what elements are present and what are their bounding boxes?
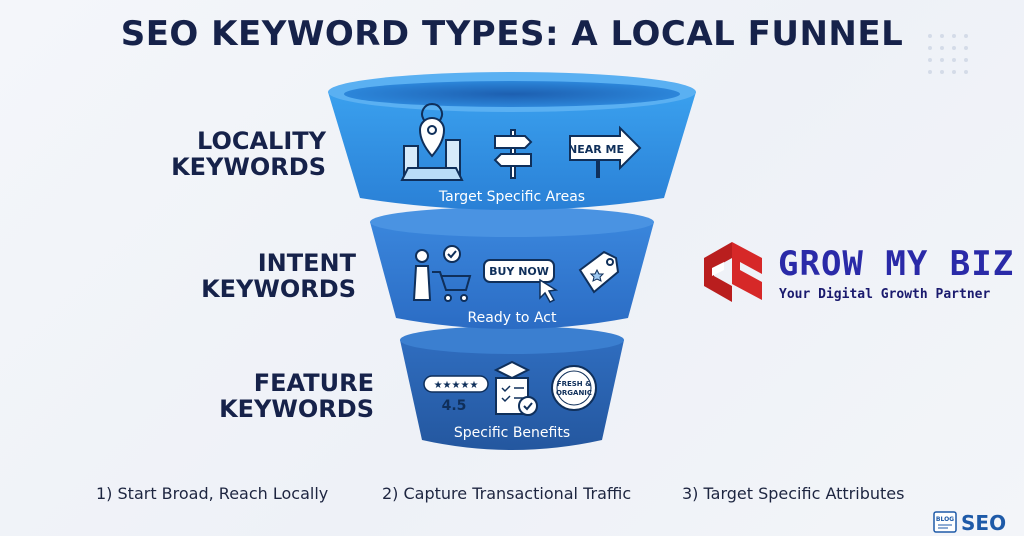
tier-label-line: KEYWORDS bbox=[171, 153, 326, 181]
tier-label-feature: FEATURE KEYWORDS bbox=[198, 370, 374, 422]
tier-label-locality: LOCALITY KEYWORDS bbox=[150, 128, 326, 180]
page-title: SEO KEYWORD TYPES: A LOCAL FUNNEL bbox=[120, 14, 904, 54]
svg-text:★★★★★: ★★★★★ bbox=[434, 380, 479, 391]
step-2: 2) Capture Transactional Traffic bbox=[382, 484, 632, 503]
tier-label-line: KEYWORDS bbox=[201, 275, 356, 303]
svg-text:BUY NOW: BUY NOW bbox=[489, 265, 549, 278]
tier-label-line: KEYWORDS bbox=[219, 395, 374, 423]
svg-text:NEAR ME: NEAR ME bbox=[568, 143, 624, 156]
shopper-with-cart-icon bbox=[412, 245, 472, 302]
tier-label-line: INTENT bbox=[257, 249, 356, 277]
signpost-icon bbox=[493, 129, 533, 179]
star-rating-icon: ★★★★★ 4.5 bbox=[423, 375, 489, 414]
tier-caption-feature: Specific Benefits bbox=[453, 425, 571, 441]
svg-text:4.5: 4.5 bbox=[442, 398, 467, 414]
city-location-pin-icon bbox=[400, 103, 464, 181]
brand-tagline: Your Digital Growth Partner bbox=[779, 287, 991, 302]
tier-caption-locality: Target Specific Areas bbox=[438, 189, 586, 205]
near-me-arrow-sign-icon: NEAR ME bbox=[568, 125, 642, 178]
svg-text:FRESH &: FRESH & bbox=[557, 380, 591, 388]
tier-label-line: FEATURE bbox=[253, 369, 374, 397]
grow-my-biz-logo-icon bbox=[704, 242, 762, 302]
decorative-dot-grid bbox=[928, 34, 968, 74]
svg-text:BLOG: BLOG bbox=[936, 516, 954, 523]
buy-now-button-icon: BUY NOW bbox=[483, 259, 559, 303]
seo-badge-text: SEO bbox=[961, 511, 1007, 535]
blog-seo-badge-icon: BLOG bbox=[933, 511, 957, 533]
price-tag-icon bbox=[578, 250, 620, 294]
checklist-box-icon bbox=[493, 360, 538, 416]
fresh-organic-seal-icon: FRESH & ORGANIC bbox=[551, 365, 597, 411]
svg-text:ORGANIC: ORGANIC bbox=[556, 389, 592, 397]
step-3: 3) Target Specific Attributes bbox=[682, 484, 905, 503]
brand-name: GROW MY BIZ bbox=[778, 244, 1015, 284]
tier-label-line: LOCALITY bbox=[197, 127, 326, 155]
tier-caption-intent: Ready to Act bbox=[467, 310, 557, 326]
step-1: 1) Start Broad, Reach Locally bbox=[96, 484, 329, 503]
tier-label-intent: INTENT KEYWORDS bbox=[180, 250, 356, 302]
